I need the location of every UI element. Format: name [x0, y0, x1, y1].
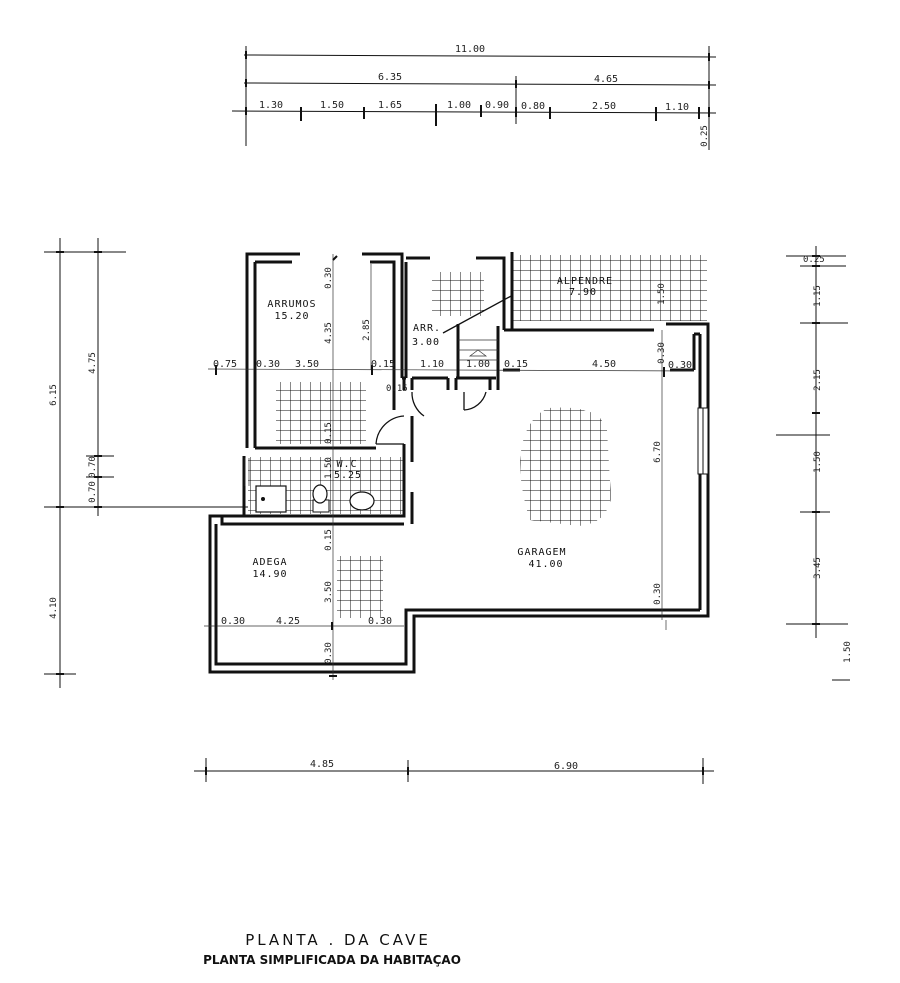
room-area-adega: 14.90: [252, 569, 287, 580]
room-area-garagem: 41.00: [528, 559, 563, 570]
bottom-dimension-line: 4.85 6.90: [194, 758, 714, 784]
dim-left-inner-2: 0.70: [88, 456, 98, 478]
dim-int-4: 0.15: [371, 359, 395, 370]
dim-v-1: 0.30: [324, 267, 334, 289]
walls: [208, 252, 710, 674]
interior-dimension-lines: 0.75 0.30 3.50 0.15 1.10 1.00 0.15 4.50 …: [204, 254, 695, 680]
dim-v-10: 3.50: [324, 581, 334, 603]
dim-left-upper: 6.15: [49, 384, 59, 406]
dim-v-9: 0.15: [324, 529, 334, 551]
dim-v-6: 0.15: [386, 384, 408, 394]
dim-right-1: 0.25: [803, 255, 825, 265]
dim-int-low-2: 4.25: [276, 616, 300, 627]
dim-int-5: 1.10: [420, 359, 444, 370]
room-area-alpendre: 7.90: [569, 287, 597, 298]
drawing-title-block: PLANTA . DA CAVE PLANTA SIMPLIFICADA DA …: [203, 931, 461, 967]
dim-v-13: 0.30: [653, 583, 663, 605]
dim-v-11: 0.30: [324, 642, 334, 664]
room-name-adega: ADEGA: [252, 557, 287, 568]
tile-hatching: [248, 255, 707, 618]
dim-int-low-3: 0.30: [368, 616, 392, 627]
dim-bottom-left: 4.85: [310, 759, 334, 770]
dim-overall: 11.00: [455, 44, 485, 55]
dim-bottom-right: 6.90: [554, 761, 578, 772]
dim-int-low-1: 0.30: [221, 616, 245, 627]
doors-and-fixtures: [244, 294, 514, 513]
dim-v-7: 0.15: [324, 422, 334, 444]
room-name-garagem: GARAGEM: [517, 547, 566, 558]
dim-v-2: 4.35: [324, 322, 334, 344]
top-dimension-lines: 11.00 6.35 4.65 1.30 1.50 1.65 1.00 0.90…: [231, 44, 717, 150]
room-name-wc: W.C: [336, 459, 357, 470]
dim-row3-2: 1.50: [320, 100, 344, 111]
dim-int-6: 1.00: [466, 359, 490, 370]
drawing-subtitle: PLANTA SIMPLIFICADA DA HABITAÇAO: [203, 953, 461, 967]
dim-left-inner-3: 0.70: [88, 481, 98, 503]
dim-int-3: 3.50: [295, 359, 319, 370]
dim-right-3: 2.15: [813, 369, 823, 391]
drawing-title: PLANTA . DA CAVE: [245, 931, 431, 949]
room-area-wc: 5.25: [334, 470, 362, 481]
dim-right-6: 1.50: [843, 641, 853, 663]
dim-v-8: 1.50: [324, 457, 334, 479]
dim-v-12: 6.70: [653, 441, 663, 463]
room-name-arrumos: ARRUMOS: [267, 299, 316, 310]
room-labels: ARRUMOS 15.20 ARR. 3.00 ALPENDRE 7.90 W.…: [252, 276, 613, 580]
dim-left-lower: 4.10: [49, 597, 59, 619]
right-dimension-lines: 0.25 1.15 2.15 1.50 3.45 1.50: [776, 246, 853, 681]
dim-int-9: 0.30: [668, 360, 692, 371]
dim-row3-4: 1.00: [447, 100, 471, 111]
left-dimension-lines: 6.15 4.10 4.75 0.70 0.70: [44, 238, 248, 688]
dim-v-4: 1.50: [657, 283, 667, 305]
dim-row3-6: 0.80: [521, 101, 545, 112]
dim-int-7: 0.15: [504, 359, 528, 370]
dim-row3-5: 0.90: [485, 100, 509, 111]
dim-v-5: 0.30: [657, 342, 667, 364]
dim-left-inner-1: 4.75: [88, 352, 98, 374]
dim-int-8: 4.50: [592, 359, 616, 370]
room-area-arrumos: 15.20: [274, 311, 309, 322]
room-area-arr: 3.00: [412, 337, 440, 348]
dim-int-1: 0.75: [213, 359, 237, 370]
dim-right-2: 1.15: [813, 285, 823, 307]
room-name-arr: ARR.: [413, 323, 441, 334]
dim-row3-8: 1.10: [665, 102, 689, 113]
dim-row3-1: 1.30: [259, 100, 283, 111]
dim-row3-3: 1.65: [378, 100, 402, 111]
dim-top-right: 4.65: [594, 74, 618, 85]
dim-int-2: 0.30: [256, 359, 280, 370]
room-name-alpendre: ALPENDRE: [557, 276, 613, 287]
dim-top-left: 6.35: [378, 72, 402, 83]
dim-right-5: 3.45: [813, 557, 823, 579]
dim-v-3: 2.85: [362, 319, 372, 341]
dim-row3-7: 2.50: [592, 101, 616, 112]
dim-right-4: 1.50: [813, 451, 823, 473]
dim-top-side: 0.25: [700, 125, 710, 147]
